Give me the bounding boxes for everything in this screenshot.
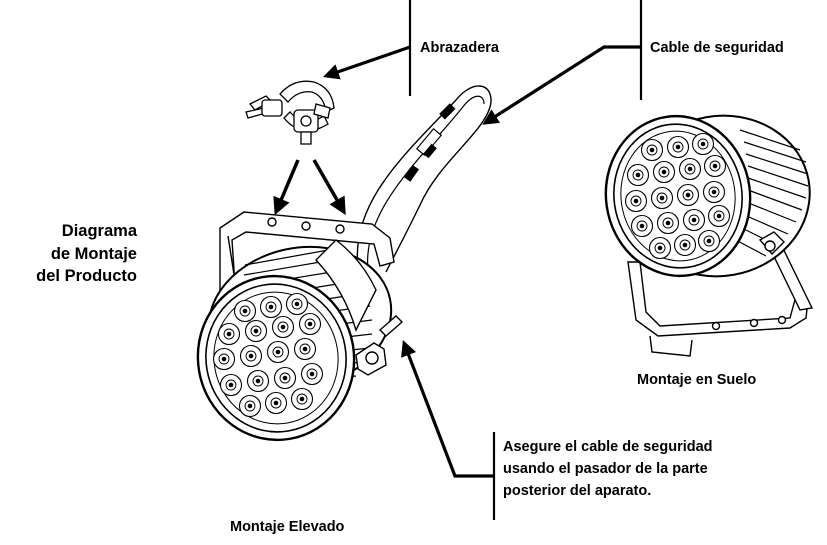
note-line-1: Asegure el cable de seguridad [503,439,713,455]
note-line-2: usando el pasador de la parte [503,461,708,477]
clamp-to-fixture-arrow-left [273,159,300,216]
note-line-3: posterior del aparato. [503,483,652,499]
title-line-1: Diagrama [61,222,137,240]
safety-cable-label: Cable de seguridad [650,40,784,56]
clamp-icon [245,80,335,145]
clamp-to-fixture-arrow-right [312,159,346,216]
overhead-mount-caption: Montaje Elevado [230,519,345,535]
floor-mount-caption: Montaje en Suelo [637,372,757,388]
title-line-2: de Montaje [50,244,137,263]
par-fixture-overhead-icon [196,211,404,442]
diagram-title: Diagrama de Montaje del Producto [36,220,137,288]
clamp-label: Abrazadera [420,40,499,56]
clamp-leader [322,45,411,80]
secure-cable-note: Asegure el cable de seguridad usando el … [503,436,713,502]
note-leader [401,340,494,478]
safety-cable-leader [482,45,641,125]
callout-lines [273,0,643,520]
title-line-3: del Producto [36,267,137,285]
par-fixture-floor-icon [604,114,814,357]
